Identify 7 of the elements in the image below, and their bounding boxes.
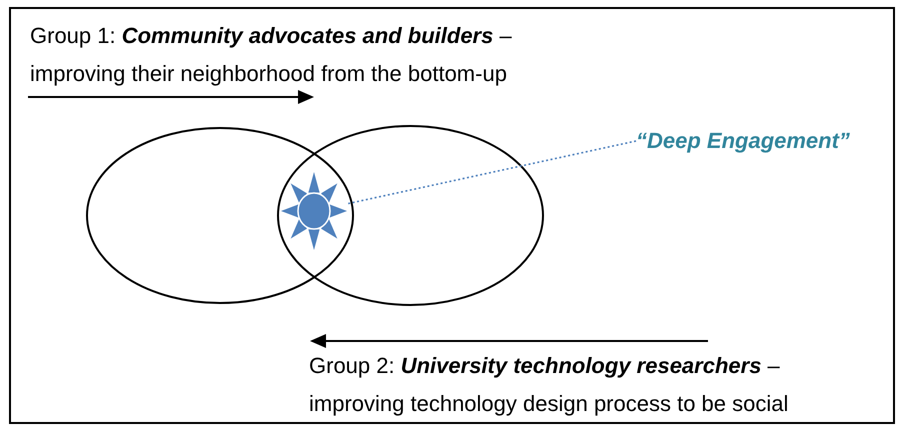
sun-icon (281, 172, 347, 250)
set-ellipse (86, 127, 354, 304)
group-description: Group 1: Community advocates and builders – improving their neighborhood from the bottom-up (30, 22, 513, 88)
group-description: Group 2: University technology researchers – improving technology design process to be social (309, 352, 790, 418)
set-ellipse (277, 125, 544, 306)
leader-line (346, 140, 636, 205)
callout-label: “Deep Engagement” (636, 128, 850, 154)
